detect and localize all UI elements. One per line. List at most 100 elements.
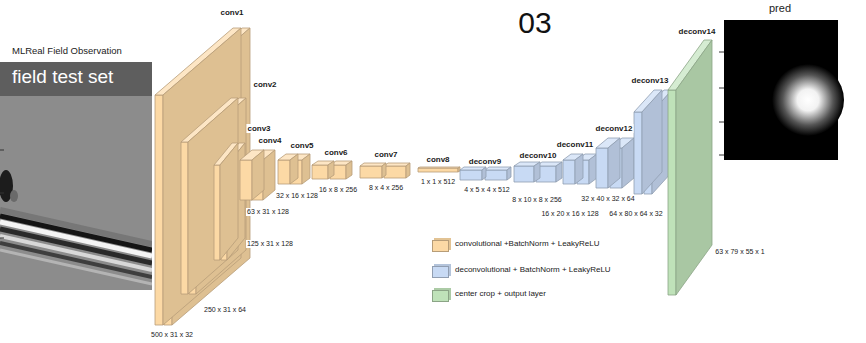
front-face	[312, 165, 328, 179]
layer-dimensions: 63 x 79 x 55 x 1	[714, 248, 765, 256]
front-face	[384, 166, 406, 178]
front-face	[485, 170, 507, 180]
side-face	[556, 162, 562, 182]
layer-dimensions: 125 x 31 x 128	[246, 240, 294, 248]
seismic-band	[0, 250, 152, 284]
front-face	[240, 160, 252, 200]
layer-block: deconv1463 x 79 x 55 x 1	[668, 40, 712, 295]
feature-map-slab	[596, 138, 620, 188]
layer-dimensions: 64 x 80 x 64 x 32	[608, 210, 663, 218]
legend-swatch	[432, 266, 449, 278]
feature-map-slab	[563, 154, 583, 184]
axis-ticks	[0, 150, 4, 238]
image-title: MLReal Field Observation	[12, 46, 122, 57]
side-face	[622, 138, 634, 188]
seismic-band	[0, 229, 152, 263]
layer-name: conv6	[323, 148, 348, 157]
feature-map-slab	[384, 163, 410, 178]
layer-block-shape	[460, 167, 511, 180]
layer-name: conv2	[252, 80, 277, 89]
side-face	[220, 143, 238, 260]
legend-text: center crop + output layer	[455, 289, 546, 298]
feature-map-slab	[214, 143, 238, 260]
feature-map-slab	[418, 167, 460, 172]
layer-dimensions: 500 x 31 x 32	[150, 331, 194, 339]
feature-map-slab	[240, 150, 264, 200]
front-face	[460, 170, 482, 180]
layer-block-shape	[596, 138, 634, 188]
layer-block: conv463 x 31 x 128	[240, 150, 275, 200]
image-title: pred	[769, 2, 791, 15]
front-face	[181, 142, 188, 294]
feature-map-slab	[460, 167, 486, 180]
layer-name: conv3	[246, 124, 271, 133]
axis-tick	[719, 155, 724, 156]
side-face	[534, 162, 540, 182]
layer-name: deconv11	[556, 140, 594, 149]
layer-name: conv8	[425, 155, 450, 164]
layer-name: conv7	[373, 150, 398, 159]
layer-name: conv4	[257, 136, 282, 145]
side-face	[482, 167, 486, 180]
layer-name: deconv9	[468, 157, 502, 166]
layer-dimensions: 8 x 4 x 256	[368, 184, 404, 192]
layer-block: deconv1364 x 80 x 64 x 32	[634, 90, 672, 194]
legend-text: deconvolutional + BatchNorm + LeakyReLU	[455, 265, 611, 274]
layer-name: deconv13	[631, 76, 670, 85]
axis-tick	[0, 150, 4, 151]
top-face	[418, 167, 460, 168]
layer-block: conv81 x 1 x 512	[418, 167, 460, 172]
layer-dimensions: 16 x 8 x 256	[318, 186, 358, 194]
side-face	[608, 138, 620, 188]
side-face	[188, 98, 238, 294]
layer-block-shape	[634, 90, 672, 194]
prediction-image	[719, 20, 844, 160]
feature-map-slab	[164, 28, 250, 325]
legend-text: convolutional +BatchNorm + LeakyReLU	[455, 239, 600, 248]
legend-swatch	[432, 240, 449, 252]
layer-dimensions: 250 x 31 x 64	[203, 306, 247, 314]
prediction-glow	[772, 64, 844, 136]
layer-block: conv532 x 16 x 128	[278, 154, 310, 184]
axis-tick	[0, 238, 4, 239]
layer-name: conv5	[289, 141, 314, 150]
side-face	[263, 150, 275, 200]
side-face	[328, 161, 334, 179]
front-face	[514, 166, 534, 182]
side-face	[163, 28, 241, 325]
layer-name: deconv14	[678, 27, 717, 36]
feature-map-slab	[290, 154, 310, 184]
layer-block: deconv108 x 10 x 8 x 256	[514, 162, 562, 182]
feature-map-slab	[514, 162, 540, 182]
side-face	[302, 154, 310, 184]
layer-dimensions: 4 x 5 x 4 x 512	[463, 186, 511, 194]
layer-dimensions: 16 x 20 x 16 x 128	[540, 210, 599, 218]
image-ground	[0, 62, 152, 290]
feature-map-slab	[278, 154, 298, 184]
layer-name: deconv12	[595, 124, 634, 133]
layer-block-shape	[563, 154, 597, 184]
front-face	[596, 148, 608, 188]
layer-block-shape	[668, 40, 712, 295]
feature-map-slab	[634, 90, 662, 194]
front-face	[360, 166, 382, 178]
axis-tick	[719, 122, 724, 123]
image-overlay-text: field test set	[12, 66, 113, 88]
side-face	[252, 150, 264, 200]
layer-block: deconv1232 x 40 x 32 x 64	[596, 138, 634, 188]
side-face	[290, 154, 298, 184]
feature-map-slab	[181, 98, 238, 294]
layer-block: conv616 x 8 x 256	[312, 161, 352, 179]
axis-tick	[719, 88, 724, 89]
front-face	[668, 90, 676, 295]
feature-map-slab	[360, 163, 386, 178]
layer-block: deconv94 x 5 x 4 x 512	[460, 167, 511, 180]
layer-block: conv78 x 4 x 256	[360, 163, 410, 178]
front-face	[278, 160, 290, 184]
front-face	[634, 112, 642, 194]
seismic-blob	[10, 190, 18, 202]
front-face	[563, 160, 575, 184]
side-face	[575, 154, 583, 184]
layer-dimensions: 32 x 40 x 32 x 64	[580, 195, 635, 203]
